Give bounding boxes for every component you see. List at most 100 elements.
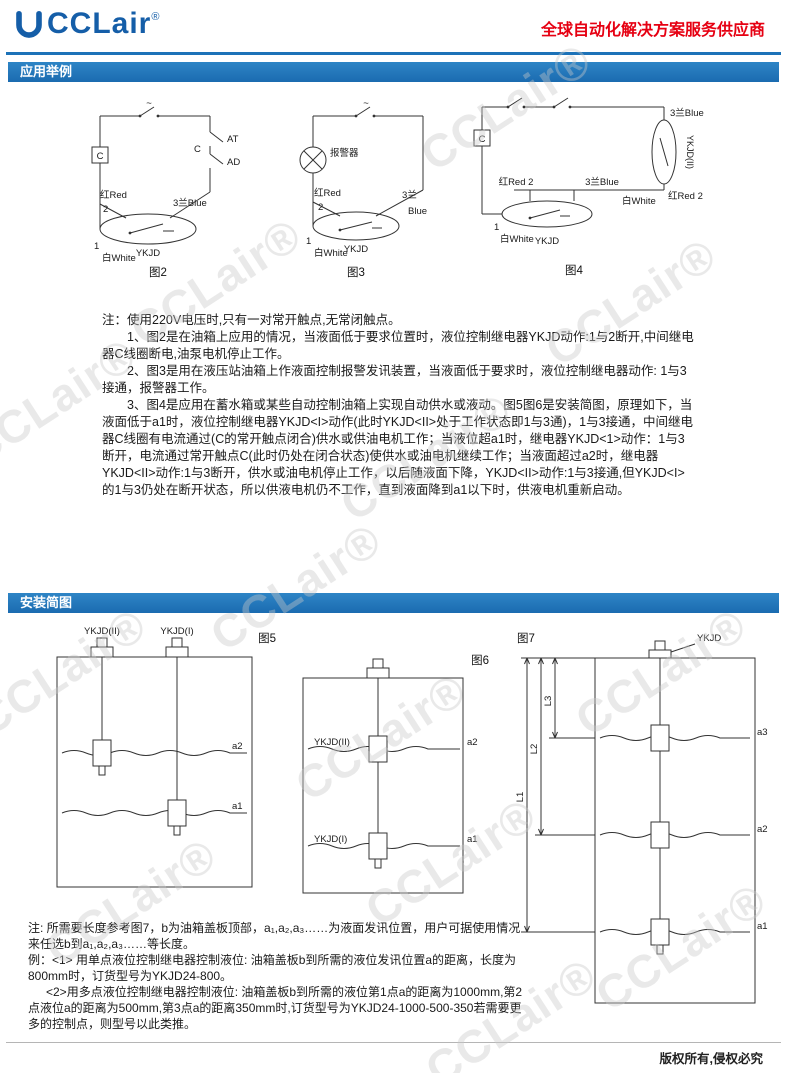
fig3-ac-source-label: ~ [363,98,369,109]
fig5-float [167,799,187,827]
fig5-ykjd2-label: YKJD(II) [84,626,120,637]
fig5-level-a1-line [61,810,247,816]
fig3-terminal-1-label: 1 [306,236,311,247]
figure-7-installation-diagram: YKJD L3 L2 L1 a3 a2 a1 图7 [515,632,768,1004]
fig2-contact-c-label: C [194,144,201,155]
fig7-dimension-lines [521,657,595,933]
fig3-white-wire-label: 白White [314,247,348,259]
fig5-tank [56,656,253,888]
fig3-red-wire-label: 红Red [314,187,341,199]
fig7-level-a2-line [599,832,750,838]
fig5-level-a2-line [61,750,247,756]
header-tagline: 全球自动化解决方案服务供应商 [540,22,765,39]
fig2-relay-label: YKJD [136,248,160,259]
header: CCLair ® 全球自动化解决方案服务供应商 [0,0,787,52]
fig2-relay-coil-box [91,146,109,164]
fig4-relay-label: YKJD [535,236,559,247]
fig6-float-lower [368,832,388,860]
fig7-tank [594,657,756,1004]
section-bar-application: 应用举例 [8,62,779,82]
install-note-1: 注: 所需要长度参考图7，b为油箱盖板顶部，a₁,a₂,a₃……为液面发讯位置，… [28,921,521,951]
copyright-text: 版权所有,侵权必究 [659,1052,763,1066]
fig5-switch-2-assembly [90,637,114,776]
note-item-2: 2、图3是用在液压站油箱上作液面控制报警发讯装置，当液面低于要求时，液位控制继电… [102,364,687,395]
fig4-blue-mid-label: 3兰Blue [585,176,619,188]
fig2-coil-label: C [97,151,104,162]
fig5-caption: 图5 [258,632,276,645]
fig4-relay-coil-box [473,129,491,147]
fig4-red2-right-label: 红Red 2 [668,190,703,202]
figure-2-circuit-diagram: ~ C C AT AD 红Red 2 3兰Blue 1 白White YKJD … [91,98,240,279]
fig7-switch-assembly [648,640,672,955]
fig7-level-a3-line [599,735,750,741]
fig4-terminal-1-label: 1 [494,222,499,233]
figure-4-circuit-diagram: C 3兰Blue YKJD(II) 红Red 2 3兰Blue 白White 红… [473,97,704,277]
fig3-alarm-label: 报警器 [330,147,359,159]
cclair-logo-icon [16,10,42,38]
fig2-contact-ad-label: AD [227,157,240,168]
fig2-white-wire-label: 白White [102,252,136,264]
header-rule [6,52,781,55]
fig7-a1-label: a1 [757,921,768,932]
application-notes: 注：使用220V电压时,只有一对常开触点,无常闭触点。 1、图2是在油箱上应用的… [102,312,694,499]
fig6-ykjd2-label: YKJD(II) [314,737,350,748]
fig6-caption: 图6 [471,654,489,667]
fig2-relay-body [99,213,197,245]
fig6-tank [302,677,464,894]
figure-3-circuit-diagram: ~ 报警器 红Red 2 3兰 Blue 1 白White YKJD 图3 [299,98,427,279]
fig5-a1-label: a1 [232,801,243,812]
fig2-wires [91,106,224,245]
section-title-installation: 安装简图 [20,595,73,610]
fig6-ykjd1-label: YKJD(I) [314,834,347,845]
fig5-ykjd1-label: YKJD(I) [160,626,193,637]
fig5-switch-1-assembly [165,637,189,836]
fig6-switch-assembly [366,658,390,869]
fig2-caption: 图2 [149,266,167,279]
logo-text: CCLair [47,7,152,40]
fig2-ac-source-label: ~ [146,98,152,109]
fig3-wires [299,106,424,241]
fig7-ykjd-pointer-line [670,643,696,653]
fig7-level-a1-line [599,929,750,935]
fig7-float-a1 [650,918,670,946]
fig6-a1-label: a1 [467,834,478,845]
fig7-ykjd-label: YKJD [697,633,721,644]
fig3-caption: 图3 [347,266,365,279]
fig4-coil-label: C [479,134,486,145]
section-bar-installation: 安装简图 [8,593,779,613]
fig4-white-wire-label: 白White [500,233,534,245]
cclair-logo: CCLair ® [14,5,159,43]
note-item-1: 1、图2是在油箱上应用的情况，当液面低于要求位置时，液位控制继电器YKJD动作:… [102,330,694,361]
note-item-3: 3、图4是应用在蓄水箱或某些自动控制油箱上实现自动供水或液动。图5图6是安装简图… [102,398,694,497]
figure-6-installation-diagram: YKJD(II) YKJD(I) a2 a1 图6 [302,654,489,894]
installation-notes: 注: 所需要长度参考图7，b为油箱盖板顶部，a₁,a₂,a₃……为液面发讯位置，… [28,920,526,1032]
fig7-float-a2 [650,821,670,849]
fig6-float-upper [368,735,388,763]
fig3-blue3-label: 3兰 [402,189,417,201]
install-note-3: <2>用多点液位控制继电器控制液位: 油箱盖板b到所需的液位第1点a的距离为10… [28,985,523,1031]
figure-5-installation-diagram: YKJD(II) YKJD(I) a2 a1 图5 [56,626,276,888]
fig4-caption: 图4 [565,264,583,277]
fig7-a3-label: a3 [757,727,768,738]
fig5-float [92,739,112,767]
fig3-relay-body [312,211,400,241]
fig3-blue-label: Blue [408,206,427,217]
fig5-a2-label: a2 [232,741,243,752]
fig7-l2-label: L2 [529,744,540,755]
fig2-terminal-2-label: 2 [103,204,108,215]
fig3-terminal-2-label: 2 [318,202,323,213]
fig2-red-wire-label: 红Red [100,189,127,201]
fig4-blue-top-label: 3兰Blue [670,107,704,119]
fig4-red2-left-label: 红Red 2 [499,176,534,188]
fig2-terminal-1-label: 1 [94,241,99,252]
fig2-contact-at-label: AT [227,134,239,145]
fig7-l3-label: L3 [543,696,554,707]
note-intro: 注：使用220V电压时,只有一对常开触点,无常闭触点。 [102,313,401,327]
fig4-relay2-body [651,119,677,185]
section-title-application: 应用举例 [20,64,73,79]
fig4-relay2-label: YKJD(II) [685,135,695,169]
fig7-a2-label: a2 [757,824,768,835]
fig4-relay-body [501,200,593,228]
footer-rule [6,1042,781,1043]
